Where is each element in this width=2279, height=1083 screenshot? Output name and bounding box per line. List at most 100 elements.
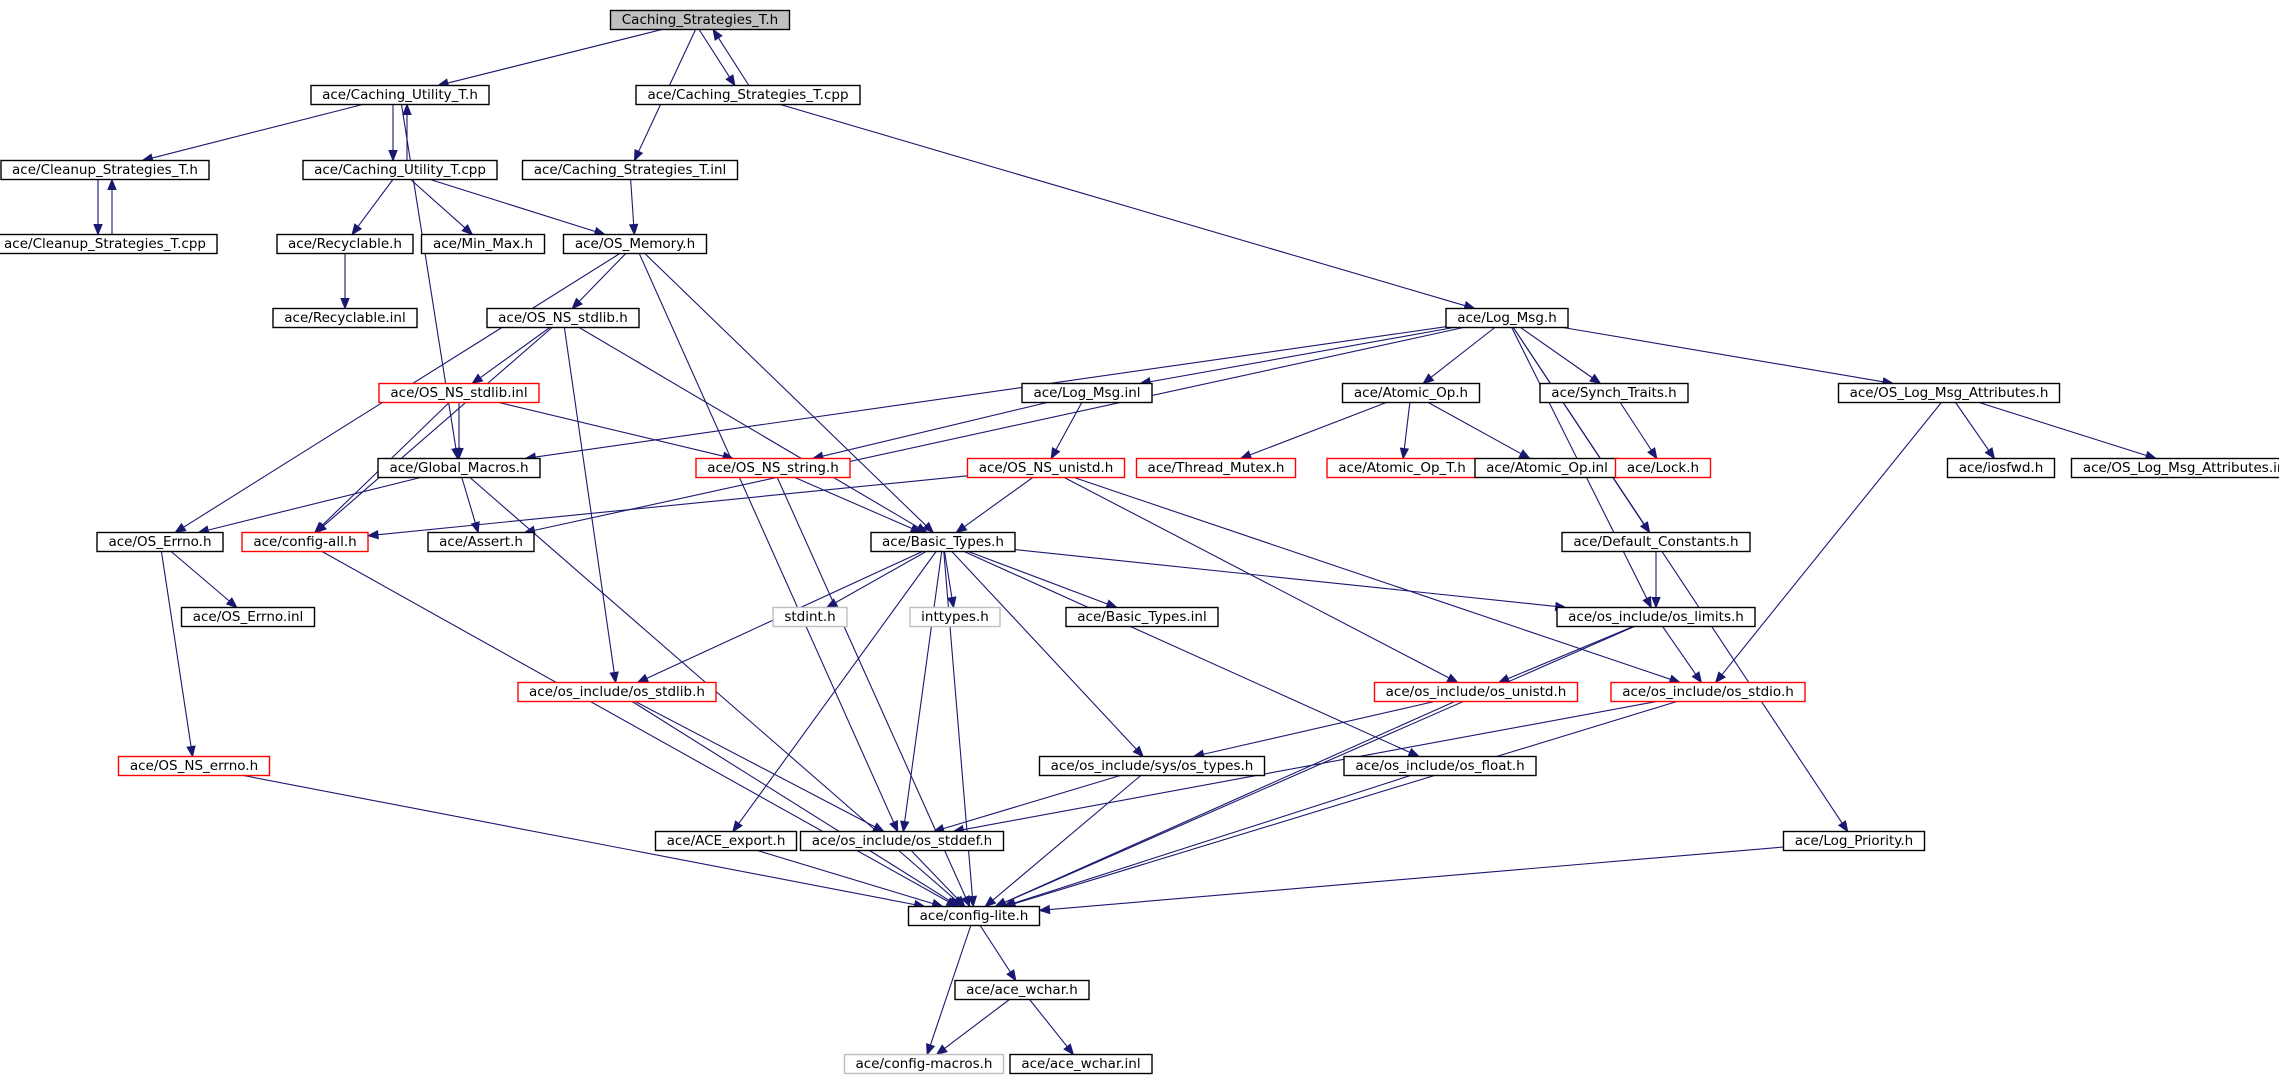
dependency-edge — [910, 850, 966, 908]
dependency-edge — [1002, 774, 1411, 908]
node-label: ace/Log_Msg.h — [1457, 310, 1557, 326]
dependency-edge — [628, 179, 639, 236]
dependency-edge — [141, 103, 363, 163]
node-label: ace/OS_NS_stdlib.h — [498, 310, 628, 326]
dependency-edge — [1512, 327, 1849, 833]
dependency-edge — [900, 551, 943, 833]
dependency-edge — [631, 701, 960, 908]
edge-line — [1029, 999, 1068, 1048]
edge-arrowhead — [225, 597, 238, 609]
edge-line — [447, 28, 663, 84]
edge-line — [498, 401, 724, 457]
node-label: ace/ACE_export.h — [667, 833, 786, 849]
dependency-edge — [523, 326, 1464, 535]
dependency-edge — [951, 551, 1145, 758]
edge-line — [904, 551, 943, 822]
edge-arrowhead — [922, 521, 935, 534]
edge-line — [1512, 327, 1843, 824]
node-box — [870, 531, 1016, 553]
node-label: ace/ace_wchar.h — [966, 982, 1078, 998]
node-label: ace/iosfwd.h — [1959, 460, 2044, 476]
node-label: ace/os_include/os_float.h — [1355, 758, 1524, 774]
graph-node: ace/Cleanup_Strategies_T.cpp — [0, 233, 218, 255]
dependency-edge — [644, 253, 935, 534]
edge-arrowhead — [1714, 671, 1726, 684]
edge-line — [410, 179, 466, 229]
edge-arrowhead — [633, 148, 644, 162]
node-box — [427, 531, 535, 553]
edge-arrowhead — [900, 820, 910, 833]
edge-arrowhead — [1984, 447, 1996, 460]
dependency-edge — [388, 104, 398, 162]
graph-node: ace/OS_NS_unistd.h — [966, 457, 1126, 479]
graph-node: ace/Atomic_Op_T.h — [1326, 457, 1478, 479]
node-box — [1561, 531, 1751, 553]
node-box — [562, 233, 708, 255]
node-label: inttypes.h — [921, 609, 989, 625]
dependency-edge — [932, 774, 1121, 834]
graph-node: stdint.h — [772, 606, 848, 628]
node-label: ace/Caching_Utility_T.cpp — [314, 162, 486, 178]
node-label: ace/Caching_Strategies_T.inl — [534, 162, 727, 178]
edge-line — [1955, 402, 1990, 451]
edge-line — [757, 849, 934, 905]
node-label: ace/Basic_Types.h — [882, 534, 1004, 550]
edge-arrowhead — [1422, 373, 1435, 385]
node-box — [799, 830, 1005, 852]
node-box — [420, 233, 546, 255]
dependency-edge — [1399, 402, 1411, 460]
edge-line — [943, 774, 1121, 830]
graph-node: ace/OS_Log_Msg_Attributes.h — [1837, 382, 2061, 404]
edge-line — [738, 551, 937, 824]
edge-line — [578, 253, 627, 302]
dependency-edge — [811, 401, 1048, 461]
dependency-edge — [461, 477, 480, 534]
edge-line — [461, 477, 476, 524]
node-label: ace/os_include/os_unistd.h — [1386, 684, 1567, 700]
graph-node: ace/Atomic_Op.h — [1341, 382, 1481, 404]
dependency-edge — [498, 401, 735, 461]
node-label: ace/Recyclable.inl — [284, 310, 405, 326]
edge-arrowhead — [1132, 745, 1145, 758]
node-label: ace/config-lite.h — [920, 908, 1029, 924]
graph-node: ace/Atomic_Op.inl — [1474, 457, 1620, 479]
edge-arrowhead — [889, 819, 899, 833]
dependency-edge — [402, 103, 412, 161]
edge-arrowhead — [471, 373, 484, 385]
edge-arrowhead — [725, 74, 736, 87]
graph-node: ace/Basic_Types.inl — [1065, 606, 1219, 628]
node-box — [1946, 457, 2056, 479]
node-label: ace/os_include/os_stdlib.h — [529, 684, 705, 700]
node-box — [1373, 681, 1579, 703]
edge-arrowhead — [1063, 1043, 1075, 1056]
edge-line — [910, 850, 959, 900]
edge-line — [1562, 326, 1884, 383]
dependency-edge — [634, 701, 886, 833]
edge-line — [430, 178, 596, 233]
edge-line — [479, 327, 551, 379]
graph-node: ace/config-all.h — [241, 531, 369, 553]
graph-node: ace/Min_Max.h — [420, 233, 546, 255]
node-box — [966, 457, 1126, 479]
node-label: ace/ace_wchar.inl — [1021, 1056, 1140, 1072]
graph-node: ace/os_include/os_stdlib.h — [517, 681, 717, 703]
node-label: ace/Basic_Types.inl — [1077, 609, 1206, 625]
graph-node: ace/Log_Msg.inl — [1021, 382, 1153, 404]
edge-arrowhead — [872, 822, 886, 833]
dependency-edge — [1497, 625, 1634, 684]
graph-node: ace/ace_wchar.inl — [1009, 1053, 1153, 1075]
graph-node: ace/os_include/os_stddef.h — [799, 830, 1005, 852]
edge-line — [1049, 846, 1784, 911]
node-box — [1343, 755, 1537, 777]
dependency-edge — [979, 925, 1017, 982]
dependency-edge — [1138, 326, 1454, 387]
dependency-edge — [1014, 549, 1568, 612]
node-layer: Caching_Strategies_T.hace/Caching_Utilit… — [0, 9, 2279, 1075]
edge-arrowhead — [1407, 747, 1421, 758]
dependency-edge — [955, 477, 1034, 534]
edge-line — [968, 550, 1108, 605]
graph-node: ace/OS_Log_Msg_Attributes.inl — [2070, 457, 2279, 479]
graph-node: ace/Assert.h — [427, 531, 535, 553]
dependency-edge — [638, 253, 899, 833]
edge-arrowhead — [107, 178, 117, 190]
